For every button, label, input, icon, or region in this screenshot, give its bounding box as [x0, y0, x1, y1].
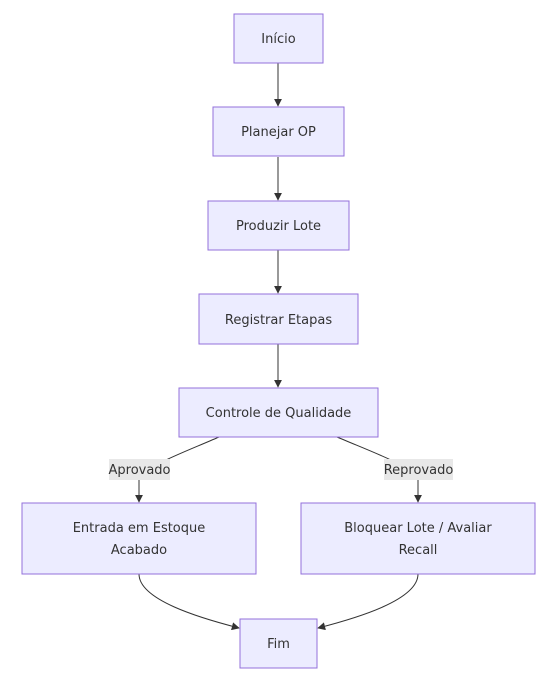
node-bloquear: Bloquear Lote / Avaliar Recall — [300, 502, 536, 575]
node-planejar-label: Planejar OP — [241, 125, 316, 140]
node-inicio-label: Início — [261, 32, 295, 47]
node-estoque-label-line1: Entrada em Estoque — [73, 521, 206, 536]
edge-estoque-fim — [138, 573, 240, 631]
node-bloquear-label-line2: Recall — [399, 543, 438, 558]
node-estoque-label-line2: Acabado — [111, 543, 167, 558]
edge-bloquear-fim — [317, 573, 419, 631]
edge-label-reprovado-text: Reprovado — [384, 463, 454, 478]
edge-label-aprovado: Aprovado — [108, 459, 171, 480]
node-estoque: Entrada em Estoque Acabado — [21, 502, 257, 575]
node-fim-label: Fim — [267, 637, 290, 652]
node-inicio: Início — [233, 13, 324, 64]
node-controle: Controle de Qualidade — [178, 387, 379, 438]
node-registrar-label: Registrar Etapas — [225, 313, 332, 328]
node-fim: Fim — [239, 618, 318, 669]
edge-label-aprovado-text: Aprovado — [108, 463, 170, 478]
node-controle-label: Controle de Qualidade — [206, 406, 352, 421]
node-produzir: Produzir Lote — [207, 200, 350, 251]
node-bloquear-label-line1: Bloquear Lote / Avaliar — [344, 521, 492, 536]
node-produzir-label: Produzir Lote — [236, 219, 321, 234]
edge-label-reprovado: Reprovado — [384, 459, 454, 480]
node-registrar: Registrar Etapas — [198, 293, 359, 345]
node-planejar: Planejar OP — [212, 106, 345, 157]
